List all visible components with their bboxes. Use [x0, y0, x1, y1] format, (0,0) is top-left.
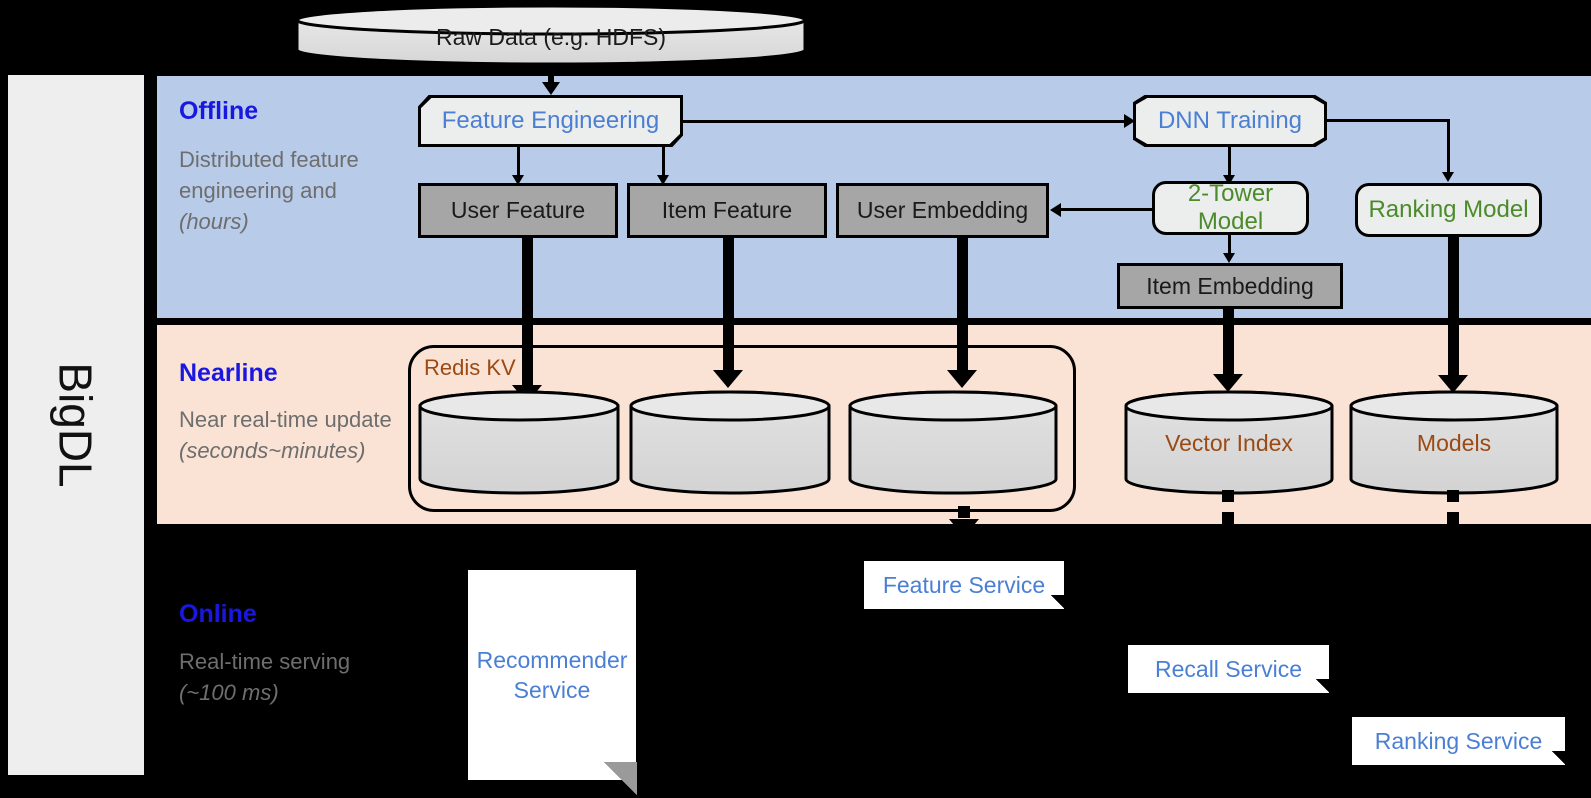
raw-data-cylinder	[295, 4, 807, 66]
feature-service-label: Feature Service	[882, 571, 1046, 598]
connector-fe-userfeature	[517, 147, 520, 180]
arrowhead-userembedding-store	[947, 370, 977, 388]
ranking-model-node[interactable]: Ranking Model	[1355, 183, 1542, 237]
arrowhead-fe-dnn	[1124, 114, 1135, 128]
dnn-training-label: DNN Training	[1157, 107, 1303, 134]
user-feature-node[interactable]: User Feature	[418, 183, 618, 238]
online-title: Online	[179, 600, 257, 628]
page-fold-icon	[1551, 751, 1565, 765]
item-embedding-label: Item Embedding	[1146, 272, 1314, 299]
redis-kv-label: Redis KV	[424, 355, 516, 380]
two-tower-model-label: 2-Tower Model	[1187, 180, 1274, 235]
raw-data-label: Raw Data (e.g. HDFS)	[435, 24, 667, 50]
connector-rawdata-fe	[548, 66, 554, 88]
arrowhead-dnn-twotower	[1223, 175, 1235, 185]
arrowhead-fe-itemfeature	[657, 175, 669, 185]
arrowhead-itemfeature-store	[713, 370, 743, 388]
page-fold-icon	[601, 762, 637, 798]
arrowhead-rawdata-fe	[542, 82, 560, 95]
connector-models-ranking-dot2	[1447, 512, 1459, 524]
feature-engineering-node[interactable]: Feature Engineering	[418, 95, 683, 147]
connector-twotower-userembedding	[1061, 208, 1159, 211]
user-embedding-node[interactable]: User Embedding	[836, 183, 1049, 238]
connector-dnn-twotower	[1228, 147, 1231, 180]
arrowhead-dnn-ranking	[1442, 172, 1454, 182]
recall-service-node[interactable]: Recall Service	[1128, 645, 1329, 693]
nearline-subtitle-em: (seconds~minutes)	[179, 438, 366, 463]
offline-title: Offline	[179, 97, 259, 125]
recall-service-label: Recall Service	[1155, 655, 1302, 682]
vector-index-cylinder[interactable]	[1124, 390, 1334, 495]
feature-service-node[interactable]: Feature Service	[864, 561, 1064, 609]
offline-subtitle: Distributed feature engineering and (hou…	[179, 144, 389, 237]
connector-rankingmodel-models	[1448, 237, 1459, 382]
ranking-model-label: Ranking Model	[1368, 196, 1529, 223]
redis-store-1-cylinder[interactable]	[418, 390, 620, 495]
online-subtitle: Real-time serving (~100 ms)	[179, 646, 399, 708]
arrowhead-twotower-itememb	[1223, 253, 1235, 263]
connector-dnn-ranking-v	[1447, 119, 1450, 177]
nearline-subtitle: Near real-time update (seconds~minutes)	[179, 404, 409, 466]
two-tower-model-node[interactable]: 2-Tower Model	[1152, 180, 1309, 235]
bigdl-platform-rail: BigDL	[8, 75, 144, 775]
feature-engineering-label: Feature Engineering	[441, 107, 660, 134]
arrowhead-rankingmodel-models	[1438, 375, 1468, 393]
nearline-subtitle-text: Near real-time update	[179, 407, 392, 432]
page-fold-icon	[1315, 679, 1329, 693]
arrowhead-fe-userfeature	[512, 175, 524, 185]
arrowhead-redis-featureservice	[949, 519, 979, 537]
bigdl-label: BigDL	[49, 362, 102, 488]
offline-subtitle-em: (hours)	[179, 209, 249, 234]
dnn-training-node[interactable]: DNN Training	[1133, 95, 1327, 147]
connector-userfeature-store	[522, 238, 533, 393]
connector-fe-itemfeature	[662, 147, 665, 180]
connector-itemembedding-vectorindex	[1223, 309, 1234, 381]
redis-kv-container	[408, 345, 1076, 512]
models-label: Models	[1416, 430, 1492, 456]
connector-twotower-itememb	[1228, 235, 1231, 260]
recommender-service-label: Recommender Service	[476, 647, 628, 703]
arrowhead-itemembedding-vectorindex	[1213, 374, 1243, 392]
online-subtitle-em: (~100 ms)	[179, 680, 279, 705]
user-embedding-label: User Embedding	[856, 197, 1029, 223]
connector-models-ranking-dot1	[1447, 490, 1459, 502]
user-feature-label: User Feature	[450, 197, 586, 223]
vector-index-label: Vector Index	[1165, 430, 1293, 456]
redis-store-3-cylinder[interactable]	[848, 390, 1058, 495]
item-embedding-node[interactable]: Item Embedding	[1117, 263, 1343, 309]
offline-subtitle-text: Distributed feature engineering and	[179, 147, 359, 203]
recommender-service-node[interactable]: Recommender Service	[468, 570, 637, 798]
item-feature-node[interactable]: Item Feature	[627, 183, 827, 238]
ranking-service-node[interactable]: Ranking Service	[1352, 717, 1565, 765]
connector-dnn-ranking-h	[1327, 119, 1450, 122]
connector-userembedding-store	[957, 238, 968, 378]
arrowhead-twotower-userembedding	[1050, 203, 1061, 217]
page-fold-icon	[1050, 595, 1064, 609]
ranking-service-label: Ranking Service	[1374, 727, 1543, 754]
redis-store-2-cylinder[interactable]	[629, 390, 831, 495]
connector-itemfeature-store	[723, 238, 734, 378]
online-subtitle-text: Real-time serving	[179, 649, 351, 674]
item-feature-label: Item Feature	[661, 197, 793, 223]
connector-fe-dnn	[683, 120, 1126, 123]
connector-redis-featureservice-dot	[958, 506, 970, 518]
nearline-title: Nearline	[179, 359, 278, 387]
models-cylinder[interactable]	[1349, 390, 1559, 495]
connector-vectorindex-recall-dot1	[1222, 490, 1234, 502]
connector-vectorindex-recall-dot2	[1222, 512, 1234, 524]
